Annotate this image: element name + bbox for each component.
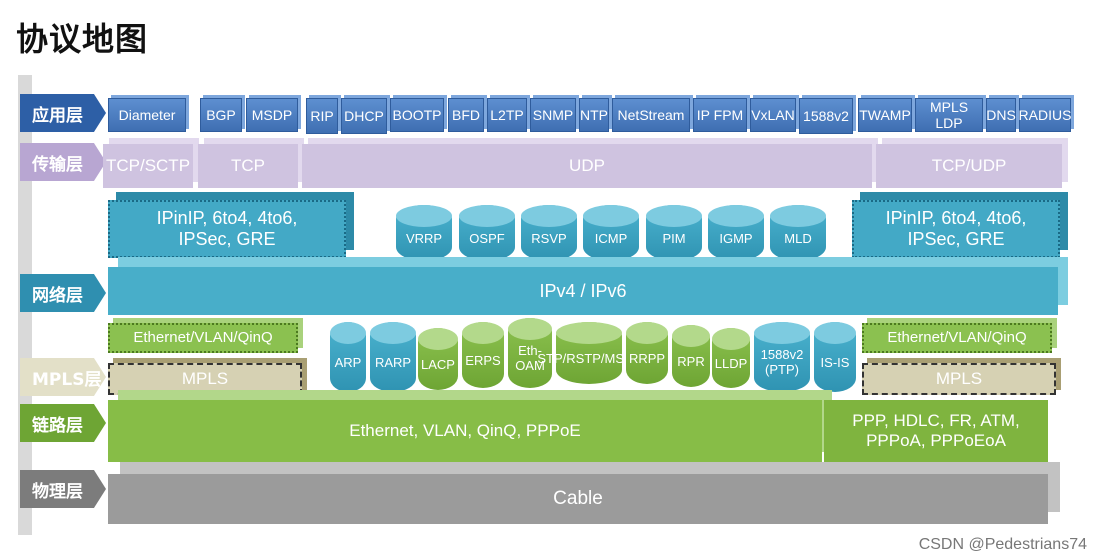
- eth-vlan-qinq-left: Ethernet/VLAN/QinQ: [108, 323, 298, 353]
- network-protocol-cylinder: IGMP: [708, 205, 764, 261]
- link-protocol-cylinder: Eth-OAM: [508, 318, 552, 388]
- link-protocol-cylinder: RPR: [672, 325, 710, 387]
- network-protocol-cylinder: RSVP: [521, 205, 577, 261]
- link-protocol-cylinder: STP/RSTP/MSTP: [537, 322, 641, 384]
- app-protocol: DHCP: [341, 98, 387, 134]
- link-ethernet: Ethernet, VLAN, QinQ, PPPoE: [108, 400, 822, 462]
- app-protocol: RADIUS: [1019, 98, 1071, 132]
- app-protocol: NetStream: [612, 98, 690, 132]
- transport-udp: UDP: [302, 144, 872, 188]
- network-protocol-cylinder: OSPF: [459, 205, 515, 261]
- network-tunnel-left: IPinIP, 6to4, 4to6, IPSec, GRE: [108, 200, 346, 258]
- page-title: 协议地图: [16, 20, 149, 58]
- app-protocol: VxLAN: [750, 98, 796, 132]
- app-protocol: RIP: [306, 98, 338, 134]
- mpls-right: MPLS: [862, 363, 1056, 395]
- physical-cable: Cable: [108, 474, 1048, 524]
- link-protocol-cylinder: IS-IS: [814, 322, 856, 392]
- app-protocol: DNS: [986, 98, 1016, 132]
- layer-tag-physical: 物理层: [20, 470, 106, 508]
- transport-tcp: TCP: [198, 144, 298, 188]
- link-protocol-cylinder: LLDP: [712, 328, 750, 388]
- network-tunnel-right: IPinIP, 6to4, 4to6, IPSec, GRE: [852, 200, 1060, 258]
- layer-tag-app: 应用层: [20, 94, 106, 132]
- mpls-left: MPLS: [108, 363, 302, 395]
- network-protocol-cylinder: PIM: [646, 205, 702, 261]
- link-protocol-cylinder: ARP: [330, 322, 366, 392]
- link-protocol-cylinder: LACP: [418, 328, 458, 390]
- app-protocol: BOOTP: [390, 98, 444, 132]
- app-protocol: TWAMP: [858, 98, 912, 132]
- eth-vlan-qinq-right: Ethernet/VLAN/QinQ: [862, 323, 1052, 353]
- app-protocol: Diameter: [108, 98, 186, 132]
- app-protocol: MPLS LDP: [915, 98, 983, 132]
- link-ppp-hdlc: PPP, HDLC, FR, ATM, PPPoA, PPPoEoA: [824, 400, 1048, 462]
- app-protocol: SNMP: [530, 98, 576, 132]
- network-ipv4-ipv6: IPv4 / IPv6: [108, 267, 1058, 315]
- link-protocol-cylinder: ERPS: [462, 322, 504, 388]
- app-protocol: L2TP: [487, 98, 527, 132]
- layer-tag-link: 链路层: [20, 404, 106, 442]
- app-protocol: MSDP: [246, 98, 298, 132]
- footer-watermark: CSDN @Pedestrians74: [918, 536, 1087, 553]
- layer-tag-mpls: MPLS层: [20, 358, 106, 396]
- link-protocol-cylinder: 1588v2 (PTP): [754, 322, 810, 392]
- app-protocol: BGP: [200, 98, 242, 132]
- app-protocol: IP FPM: [693, 98, 747, 132]
- layer-tag-network: 网络层: [20, 274, 106, 312]
- layer-tag-transport: 传输层: [20, 143, 106, 181]
- app-protocol: NTP: [579, 98, 609, 132]
- transport-tcp-sctp: TCP/SCTP: [103, 144, 193, 188]
- network-protocol-cylinder: MLD: [770, 205, 826, 261]
- network-protocol-cylinder: ICMP: [583, 205, 639, 261]
- app-protocol: 1588v2: [799, 98, 853, 134]
- app-protocol: BFD: [448, 98, 484, 132]
- link-protocol-cylinder: RARP: [370, 322, 416, 392]
- transport-tcp-udp: TCP/UDP: [876, 144, 1062, 188]
- network-protocol-cylinder: VRRP: [396, 205, 452, 261]
- link-protocol-cylinder: RRPP: [626, 322, 668, 384]
